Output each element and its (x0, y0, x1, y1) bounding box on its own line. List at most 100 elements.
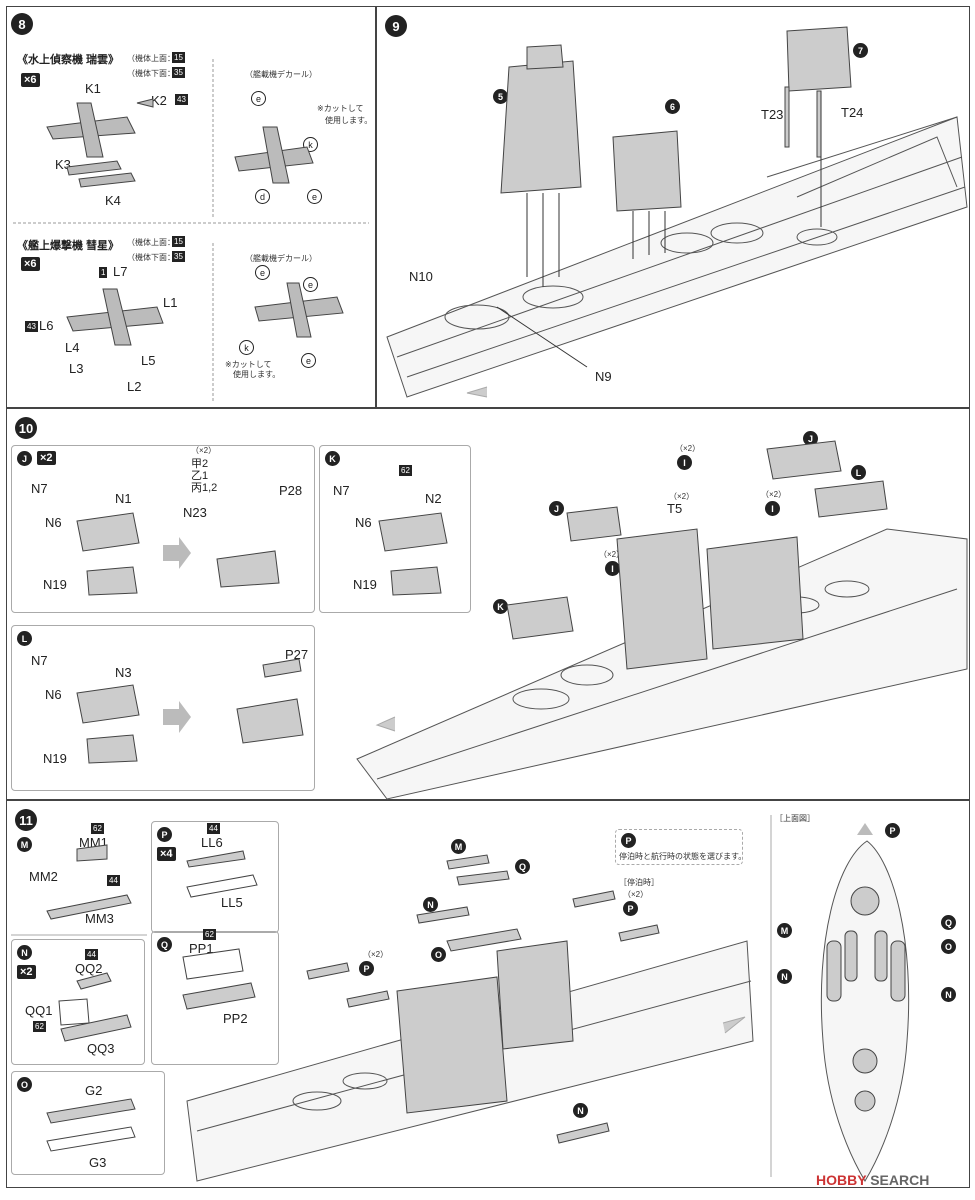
top-color-number: 15 (172, 236, 185, 247)
top-view-label: ［上面図］ (775, 814, 815, 823)
option-note-box (615, 829, 743, 865)
part-n23: N23 (183, 505, 207, 520)
sub-assembly-callout: 5 (493, 89, 508, 104)
decal-letter: e (255, 265, 270, 280)
top-color-number: 15 (172, 52, 185, 63)
step-8-panel: 8 《水上偵察機 瑞雲》 ×6 （機体上面： 15 （機体下面： 35 K1 K… (6, 6, 376, 408)
boat-callout-m: M (451, 839, 466, 854)
part-n7: N7 (333, 483, 350, 498)
boat-callout-n: N (941, 987, 956, 1002)
turret-j-box (11, 445, 315, 613)
boat-callout-m: M (17, 837, 32, 852)
quantity-note: （×2） (363, 950, 389, 959)
boat-n-box (11, 939, 145, 1065)
boat-callout-q: Q (157, 937, 172, 952)
cut-note: ※カットして (317, 104, 364, 113)
part-qq1: QQ1 (25, 1003, 53, 1018)
turret-callout-k: K (325, 451, 340, 466)
quantity-note: （×2） (191, 446, 217, 455)
boat-callout-n: N (17, 945, 32, 960)
part-callout: I (677, 455, 692, 470)
part-n7: N7 (31, 481, 48, 496)
quantity-badge: ×4 (157, 847, 176, 861)
turret-callout: J (549, 501, 564, 516)
part-l5: L5 (141, 353, 156, 368)
turret-type: 丙1,2 (191, 482, 218, 494)
part-l2: L2 (127, 379, 142, 394)
sub-assembly-callout: 6 (665, 99, 680, 114)
decal-letter: e (251, 91, 266, 106)
boat-callout-n: N (423, 897, 438, 912)
part-qq3: QQ3 (87, 1041, 115, 1056)
turret-callout-l: L (17, 631, 32, 646)
boat-o-box (11, 1071, 165, 1175)
part-l4: L4 (65, 340, 80, 355)
part-mm2: MM2 (29, 869, 58, 884)
turret-l-box (11, 625, 315, 791)
boat-callout-n: N (777, 969, 792, 984)
boat-callout-o: O (17, 1077, 32, 1092)
bottom-color-number: 35 (172, 67, 185, 78)
part-mm3: MM3 (85, 911, 114, 926)
part-l6: L6 (39, 318, 54, 333)
boat-callout-q: Q (941, 915, 956, 930)
boat-callout-m: M (777, 923, 792, 938)
part-g3: G3 (89, 1155, 107, 1170)
part-k4: K4 (105, 193, 121, 208)
step-9-drawing (386, 26, 968, 398)
step-10-panel: 10 J ×2 N7 N1 N6 N19 N23 P28 （×2） 甲2 乙1 … (6, 408, 970, 800)
quantity-badge: ×2 (37, 451, 56, 465)
part-l7: L7 (113, 264, 128, 279)
part-callout: I (765, 501, 780, 516)
turret-callout-j: J (17, 451, 32, 466)
part-p28: P28 (279, 483, 303, 498)
part-k2: K2 (151, 93, 167, 108)
boat-callout-o: O (431, 947, 446, 962)
pp1-color-badge: 62 (203, 929, 216, 940)
step-9-panel: 9 5 6 7 T23 T24 N10 N9 (376, 6, 970, 408)
boat-callout-o: O (941, 939, 956, 954)
part-n19: N19 (353, 577, 377, 592)
decal-label: （艦載機デカール） (245, 254, 317, 263)
part-n9: N9 (595, 369, 612, 384)
l6-color-badge: 43 (25, 321, 38, 332)
turret-callout: J (803, 431, 818, 446)
top-color-label: （機体上面： (127, 238, 175, 247)
ll6-color-badge: 44 (207, 823, 220, 834)
part-n7: N7 (31, 653, 48, 668)
part-g2: G2 (85, 1083, 103, 1098)
quantity-note: （×2） (675, 444, 701, 453)
part-l3: L3 (69, 361, 84, 376)
decal-label: （艦載機デカール） (245, 70, 317, 79)
boat-callout-p: P (157, 827, 172, 842)
k-color-badge: 62 (399, 465, 412, 476)
quantity-note: （×2） (669, 492, 695, 501)
dive-bomber-title: 《艦上爆撃機 彗星》 (17, 240, 120, 252)
boat-callout-q: Q (515, 859, 530, 874)
quantity-note: （×2） (599, 550, 625, 559)
part-n6: N6 (45, 687, 62, 702)
part-qq2: QQ2 (75, 961, 103, 976)
decal-letter: e (301, 353, 316, 368)
sub-assembly-callout: 7 (853, 43, 868, 58)
mm3-color-badge: 44 (107, 875, 120, 886)
part-n19: N19 (43, 751, 67, 766)
k2-color-badge: 43 (175, 94, 188, 105)
quantity-badge: ×2 (17, 965, 36, 979)
top-color-label: （機体上面： (127, 54, 175, 63)
boat-callout-p: P (359, 961, 374, 976)
part-n19: N19 (43, 577, 67, 592)
part-t24: T24 (841, 105, 864, 120)
boat-callout-p: P (621, 833, 636, 848)
qq2-color-badge: 44 (85, 949, 98, 960)
turret-callout: K (493, 599, 508, 614)
part-t23: T23 (761, 107, 784, 122)
decal-letter: d (255, 189, 270, 204)
boat-callout-n: N (573, 1103, 588, 1118)
seaplane-title: 《水上偵察機 瑞雲》 (17, 54, 120, 66)
bottom-color-number: 35 (172, 251, 185, 262)
step-11-panel: 11 M 62 MM1 MM2 44 MM3 P ×4 44 LL6 LL5 N… (6, 800, 970, 1188)
decal-letter: k (239, 340, 254, 355)
part-t5: T5 (667, 501, 683, 516)
step-number: 11 (15, 809, 37, 831)
